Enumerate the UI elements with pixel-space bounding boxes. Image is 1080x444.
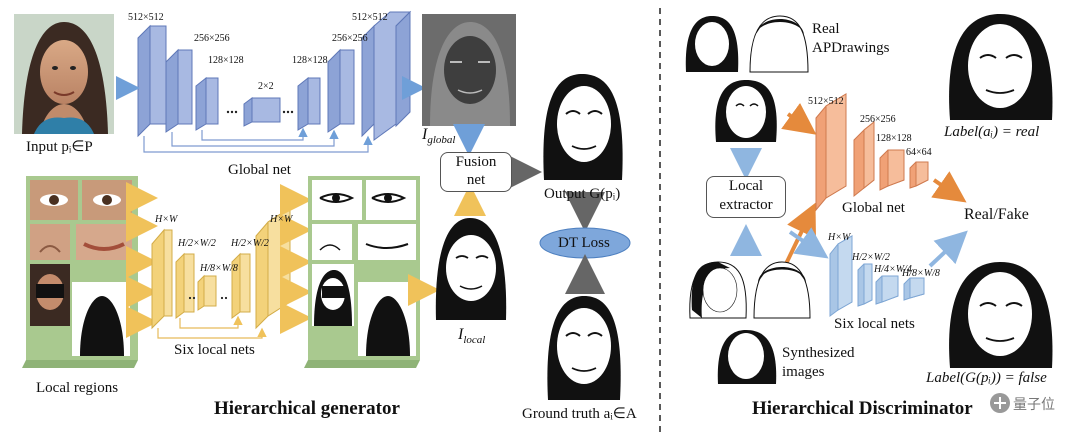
i-local-image xyxy=(435,218,507,320)
local-size-hw-out: H×W xyxy=(270,214,293,225)
disc-local-size-h8: H/8×W/8 xyxy=(902,268,940,279)
disc-six-local-nets-label: Six local nets xyxy=(834,316,915,332)
local-extractor-line-1: Local xyxy=(728,178,764,194)
synth-thumbs-bottom xyxy=(689,261,811,384)
disc-local-size-hw: H×W xyxy=(828,232,851,243)
i-local-sub: local xyxy=(463,334,486,347)
global-size-512-in: 512×512 xyxy=(128,12,164,23)
fusion-net-line-2: net xyxy=(466,172,486,188)
i-global-sub: global xyxy=(427,134,456,147)
global-size-512-out: 512×512 xyxy=(352,12,388,23)
real-label-line-2: APDrawings xyxy=(812,40,890,56)
disc-local-size-h4: H/4×W/4 xyxy=(874,264,912,275)
real-label-line-1: Real xyxy=(812,21,840,37)
real-fake-label: Real/Fake xyxy=(964,206,1029,223)
watermark-text: 量子位 xyxy=(1013,397,1055,413)
fusion-net-line-1: Fusion xyxy=(455,154,497,170)
input-label: Input pᵢ∈P xyxy=(26,139,93,155)
six-local-nets-label: Six local nets xyxy=(174,342,255,358)
global-size-128-in: 128×128 xyxy=(208,55,244,66)
local-output-panel xyxy=(304,176,420,368)
local-size-h2-out: H/2×W/2 xyxy=(231,238,269,249)
watermark-icon xyxy=(990,393,1010,413)
fusion-net-box: Fusion net xyxy=(440,152,512,192)
disc-global-net-label: Global net xyxy=(842,200,905,216)
disc-blue-arrows xyxy=(788,227,968,268)
real-apdrawings-label: Real APDrawings xyxy=(812,20,890,58)
global-net-blocks xyxy=(137,10,412,141)
i-global-label: Iglobal xyxy=(422,126,456,147)
output-drawing xyxy=(543,74,623,180)
disc-size-128: 128×128 xyxy=(876,133,912,144)
region-to-local-arrows xyxy=(126,182,158,338)
ground-truth-drawing xyxy=(547,296,621,400)
global-size-256-out: 256×256 xyxy=(332,33,368,44)
label-real-text: Label(aᵢ) = real xyxy=(944,124,1040,140)
disc-size-256: 256×256 xyxy=(860,114,896,125)
fake-face-large xyxy=(949,262,1053,368)
local-size-h8: H/8×W/8 xyxy=(200,263,238,274)
local-extractor-box: Local extractor xyxy=(706,176,786,218)
generator-title: Hierarchical generator xyxy=(214,398,400,419)
local-size-h2-in: H/2×W/2 xyxy=(178,238,216,249)
local-size-hw-in: H×W xyxy=(155,214,178,225)
disc-size-512: 512×512 xyxy=(808,96,844,107)
synthesized-label: Synthesized images xyxy=(782,344,855,382)
dt-loss-label: DT Loss xyxy=(558,235,610,251)
discriminator-title: Hierarchical Discriminator xyxy=(752,398,973,419)
local-net-dots xyxy=(188,296,228,300)
label-false-text: Label(G(pᵢ)) = false xyxy=(926,370,1047,386)
i-global-image xyxy=(422,14,516,126)
input-photo xyxy=(14,14,114,134)
disc-global-blocks xyxy=(815,93,929,212)
global-skip-connections xyxy=(143,127,373,153)
local-extractor-line-2: extractor xyxy=(719,197,773,213)
real-face-large xyxy=(949,14,1053,120)
global-net-label: Global net xyxy=(228,162,291,178)
global-net-dots xyxy=(226,110,294,114)
local-regions-panel xyxy=(22,176,138,368)
output-label: Output G(pᵢ) xyxy=(544,186,621,202)
disc-local-blocks xyxy=(829,235,925,317)
synth-face-top xyxy=(715,80,777,142)
synth-label-line-1: Synthesized xyxy=(782,345,855,361)
disc-size-64: 64×64 xyxy=(906,147,932,158)
disc-local-size-h2: H/2×W/2 xyxy=(852,252,890,263)
local-regions-label: Local regions xyxy=(36,380,119,396)
i-local-label: Ilocal xyxy=(458,326,486,347)
ground-truth-label: Ground truth aᵢ∈A xyxy=(522,406,637,422)
local-to-output-arrows xyxy=(280,184,312,334)
global-size-2: 2×2 xyxy=(258,81,274,92)
real-apdrawings-thumbs xyxy=(685,15,809,73)
synth-label-line-2: images xyxy=(782,364,825,380)
global-size-256-in: 256×256 xyxy=(194,33,230,44)
global-size-128-out: 128×128 xyxy=(292,55,328,66)
local-skip-connections xyxy=(157,315,267,339)
